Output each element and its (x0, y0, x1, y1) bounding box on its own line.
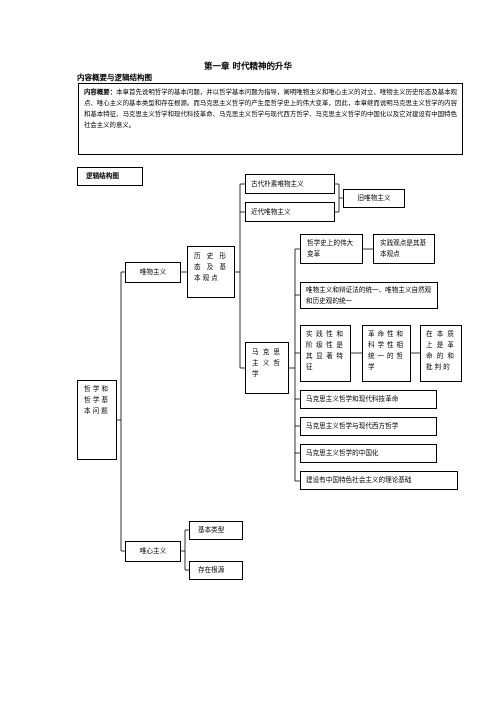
basic-types-node: 基本类型 (189, 521, 243, 540)
critical-node: 在本质上是革命的和批判的 (420, 325, 462, 382)
sinicization-node: 马克思主义哲学的中国化 (300, 444, 437, 463)
history-forms-node: 历史形态及基本观点 (187, 246, 235, 298)
idealism-node: 唯心主义 (125, 541, 181, 562)
summary-label: 内容概要： (84, 88, 117, 96)
practical-class-node: 实践性和阶级性是其显著特征 (300, 325, 351, 382)
summary-text: 本章首先说明哲学的基本问题，并以哲学基本问题为指导，阐明唯物主义和唯心主义的对立… (84, 88, 458, 129)
old-materialism-node: 旧唯物主义 (343, 189, 405, 208)
tech-revolution-node: 马克思主义哲学和现代科技革命 (300, 390, 437, 409)
socialism-foundation-node: 建设有中国特色社会主义的理论基础 (300, 471, 458, 490)
materialism-node: 唯物主义 (125, 262, 181, 283)
practice-view-node: 实践观点是其基本观点 (373, 234, 435, 264)
revolutionary-scientific-node: 革命性和科学性相统一的哲学 (362, 325, 411, 382)
unity-node: 唯物主义和辩证法的统一、唯物主义自然观和历史观的统一 (300, 282, 438, 309)
page-title: 第一章 时代精神的升华 (204, 62, 292, 72)
existence-roots-node: 存在根源 (189, 561, 243, 580)
diagram-heading: 逻辑结构图 (77, 167, 143, 186)
great-change-node: 哲学史上的伟大变革 (300, 234, 363, 264)
ancient-materialism-node: 古代朴素唯物主义 (245, 174, 335, 194)
root-node: 哲学和哲学基本问题 (77, 380, 117, 460)
summary-box: 内容概要：本章首先说明哲学的基本问题，并以哲学基本问题为指导，阐明唯物主义和唯心… (78, 83, 463, 155)
marxism-node: 马克思主义哲学 (245, 342, 289, 394)
western-philosophy-node: 马克思主义哲学与现代西方哲学 (300, 417, 437, 436)
modern-materialism-node: 近代唯物主义 (245, 202, 335, 222)
section-heading: 内容概要与逻辑结构图 (77, 73, 152, 82)
